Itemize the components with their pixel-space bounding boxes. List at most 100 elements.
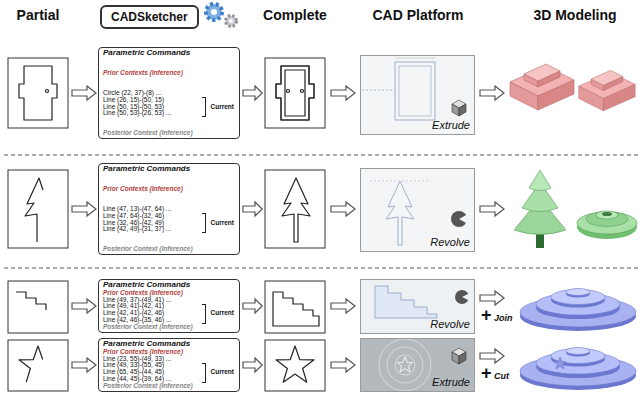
cad-screenshots-part <box>379 339 431 391</box>
command-line: Line (49, 41)-(42, 41) <box>103 303 201 310</box>
sketch-strokes-part-part <box>287 90 290 93</box>
sketch-frames-part <box>8 170 68 248</box>
flow-arrows-part <box>243 358 262 372</box>
3d-models-part <box>602 212 612 216</box>
command-box: Parametric CommandsPrior Contexts (Infer… <box>98 47 240 139</box>
cad-screenshots-part <box>360 338 475 392</box>
cad-screenshots-part <box>386 181 414 245</box>
sketch-frames-part <box>265 340 325 391</box>
flow-arrows-part <box>331 358 355 372</box>
command-post: Posterior Context (Inference) <box>103 130 235 137</box>
command-lines: Line (47, 13)-(47, 64) ...Line (47, 64)-… <box>103 206 235 233</box>
cad-screenshots-part-part <box>379 339 431 391</box>
cad-screenshot: Revolve <box>360 168 475 252</box>
sketch-strokes-part <box>19 66 57 120</box>
command-line: Line (49, 37)-(49, 41) ... <box>103 297 201 304</box>
cad-screenshots-part <box>362 90 395 91</box>
sketch-strokes-part-part <box>285 70 305 116</box>
sketch-frames-part <box>265 58 325 128</box>
3d-models-part <box>554 357 566 369</box>
operation-name: Revolve <box>430 318 470 331</box>
row-separators-part <box>4 155 638 156</box>
3d-models-part <box>596 211 618 219</box>
cad-screenshots-part <box>462 293 470 301</box>
cad-screenshots-part <box>452 104 459 116</box>
plus-sign: + <box>481 306 492 324</box>
3d-models <box>510 64 637 390</box>
operation-label: Cut <box>494 371 509 382</box>
cad-screenshots-part <box>459 214 468 224</box>
cad-screenshots <box>360 55 475 392</box>
flow-arrows-part <box>480 86 504 100</box>
command-line: Line (49, 33)-(55, 45) <box>103 362 201 369</box>
3d-models-part <box>586 212 628 227</box>
column-heading: CAD Platform <box>372 7 463 23</box>
cad-screenshots-part <box>399 66 431 116</box>
cad-screenshots-part <box>459 104 466 116</box>
flow-arrows-part <box>331 86 355 100</box>
command-line: Line (47, 64)-(32, 46) <box>103 213 201 220</box>
cad-screenshots-part <box>452 352 459 364</box>
sketch-strokes-part <box>25 178 43 242</box>
sketch-frames-part <box>8 58 68 128</box>
flow-arrows-part <box>480 349 504 363</box>
cad-screenshots-part <box>395 58 435 59</box>
flow-arrows-part <box>72 299 96 313</box>
3d-models-part <box>529 170 551 191</box>
command-title: Parametric Commands <box>103 165 235 173</box>
command-prior: Prior Contexts (Inference) <box>103 349 235 356</box>
operation-name: Extrude <box>432 119 470 132</box>
cad-screenshots-part <box>360 55 475 135</box>
command-post: Posterior Context (Inference) <box>103 383 235 390</box>
column-heading: Complete <box>263 7 327 23</box>
3d-models-part <box>520 289 636 332</box>
command-line: Line (65, 45)-(44, 45) <box>103 369 201 376</box>
gear-icons-part <box>229 19 233 23</box>
command-post: Posterior Context (Inference) <box>103 246 235 253</box>
command-line: Line (44, 45)-(39, 64) ... <box>103 376 201 383</box>
command-line: Line (42, 41)-(42, 46) <box>103 310 201 317</box>
gear-icons-part <box>206 4 222 20</box>
cad-screenshot: Extrude <box>360 338 475 392</box>
command-line: Line (47, 13)-(47, 64) ... <box>103 206 201 213</box>
sketch-frames-part <box>265 170 325 248</box>
command-line: Line (23, 55)-(49, 33) ... <box>103 356 201 363</box>
command-box: Parametric CommandsPrior Contexts (Infer… <box>98 338 240 392</box>
context-bracket <box>202 363 206 383</box>
command-title: Parametric Commands <box>103 340 235 348</box>
cad-screenshots-part <box>360 279 475 334</box>
command-lines: Circle (22, 37)-(8) ...Line (26, 15)-(50… <box>103 90 235 117</box>
sketch-strokes-part <box>19 346 43 382</box>
sketch-strokes-part <box>46 90 49 93</box>
command-current: Current <box>211 220 234 227</box>
command-lines: Line (23, 55)-(49, 33) ...Line (49, 33)-… <box>103 356 235 383</box>
flow-arrows-part <box>480 202 504 216</box>
gear-icons-part <box>211 9 217 15</box>
sketch-frames-part <box>8 281 68 333</box>
sketch-strokes-part-part <box>301 90 304 93</box>
row-separators <box>4 155 638 268</box>
command-lines: Line (49, 37)-(49, 41) ...Line (49, 41)-… <box>103 297 235 324</box>
command-line: Line (42, 49)-(31, 37) ... <box>103 226 201 233</box>
sketch-strokes-part <box>282 178 310 242</box>
flow-arrows-part <box>243 299 262 313</box>
sketch-strokes-part-part <box>276 66 314 120</box>
context-bracket <box>202 304 206 324</box>
operation-label: Join <box>494 313 513 324</box>
cad-screenshots-part-part <box>397 357 412 372</box>
3d-models-part <box>577 212 637 234</box>
sketch-frames-part <box>265 281 325 333</box>
method-name: CADSketcher <box>111 10 188 24</box>
cad-screenshot: Revolve <box>360 279 475 334</box>
command-line: Line (50, 53)-(26, 53) ... <box>103 110 201 117</box>
cad-screenshots-part-part <box>387 347 423 383</box>
command-current: Current <box>211 104 234 111</box>
gear-icons <box>206 4 237 27</box>
gear-icons-part <box>226 16 237 27</box>
command-current: Current <box>211 369 234 376</box>
method-logo-box: CADSketcher <box>100 5 199 29</box>
context-bracket <box>202 213 206 233</box>
